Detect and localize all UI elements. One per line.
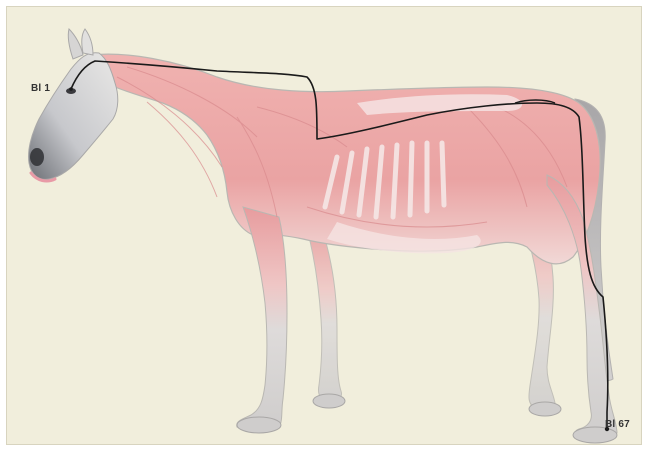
hoof-hind-far [529, 402, 561, 416]
hoof-fore-near [237, 417, 281, 433]
diagram-canvas: Bl 1 Bl 67 [6, 6, 642, 445]
fore-leg-near [237, 207, 287, 430]
fore-leg-far [307, 229, 342, 401]
label-bl1: Bl 1 [31, 83, 50, 94]
label-bl67: Bl 67 [605, 419, 630, 430]
hoof-fore-far [313, 394, 345, 408]
horse-nostril [30, 148, 44, 166]
point-bl1-marker [69, 87, 73, 91]
horse-anatomy-illustration [7, 7, 642, 445]
horse-ear-2 [82, 29, 93, 55]
horse-ear-1 [68, 29, 83, 59]
